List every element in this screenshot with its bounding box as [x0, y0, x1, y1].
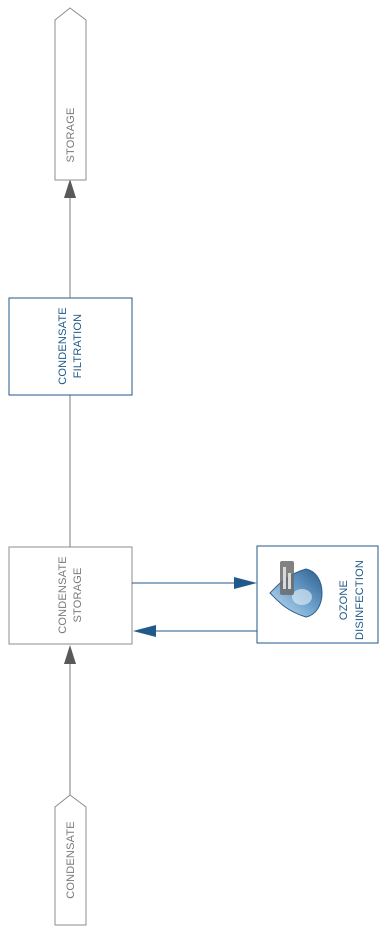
condensate-filtration-label-line1: CONDENSATE [57, 307, 69, 385]
condensate-filtration-node: CONDENSATE FILTRATION [8, 297, 133, 396]
ozone-generator-logo-icon [269, 561, 323, 618]
ozone-disinfection-node: OZONE DISINFECTION [256, 545, 379, 644]
source-condensate-label: CONDENSATE [65, 821, 77, 899]
output-storage-node: STORAGE [54, 7, 87, 181]
ozone-disinfection-label-line1: OZONE [338, 580, 350, 620]
connector-filtration-to-output [64, 179, 76, 298]
output-storage-label: STORAGE [65, 108, 77, 163]
connector-source-to-storage [64, 645, 76, 795]
connector-storage-to-ozone [132, 577, 257, 589]
arrowhead-right [234, 577, 257, 589]
condensate-storage-label-line2: STORAGE [72, 568, 84, 623]
source-condensate-node: CONDENSATE [54, 794, 87, 926]
condensate-storage-node: CONDENSATE STORAGE [8, 546, 133, 645]
arrowhead-up [64, 645, 76, 664]
condensate-filtration-label-line2: FILTRATION [72, 314, 84, 379]
ozone-disinfection-label-line2: DISINFECTION [354, 560, 366, 640]
arrowhead-left [133, 625, 156, 637]
condensate-storage-label-line1: CONDENSATE [57, 556, 69, 634]
arrowhead-up [64, 179, 76, 198]
connector-ozone-to-storage [133, 625, 257, 637]
